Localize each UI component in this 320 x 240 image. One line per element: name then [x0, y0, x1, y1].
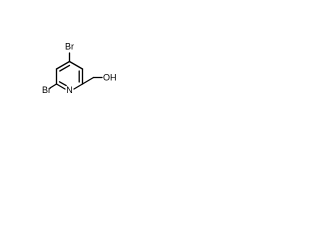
bromine-label-top: Br [65, 42, 74, 52]
bond-c2-ch2 [81, 76, 95, 85]
bond-n-c2 [73, 83, 84, 90]
bond-c6-br [49, 83, 58, 89]
bond-n-c6-inner [58, 81, 67, 87]
structure-diagram: Br Br N OH [42, 42, 117, 96]
molecule-canvas: Br Br N OH [0, 0, 152, 152]
bromine-label-left: Br [42, 85, 51, 95]
nitrogen-label: N [66, 85, 73, 95]
hydroxyl-label: OH [103, 73, 117, 83]
bond-n-c6 [55, 83, 66, 90]
bond-c3-c4 [68, 60, 84, 70]
bond-c4-c5-inner [59, 64, 71, 72]
bond-c4-c5 [55, 60, 71, 70]
